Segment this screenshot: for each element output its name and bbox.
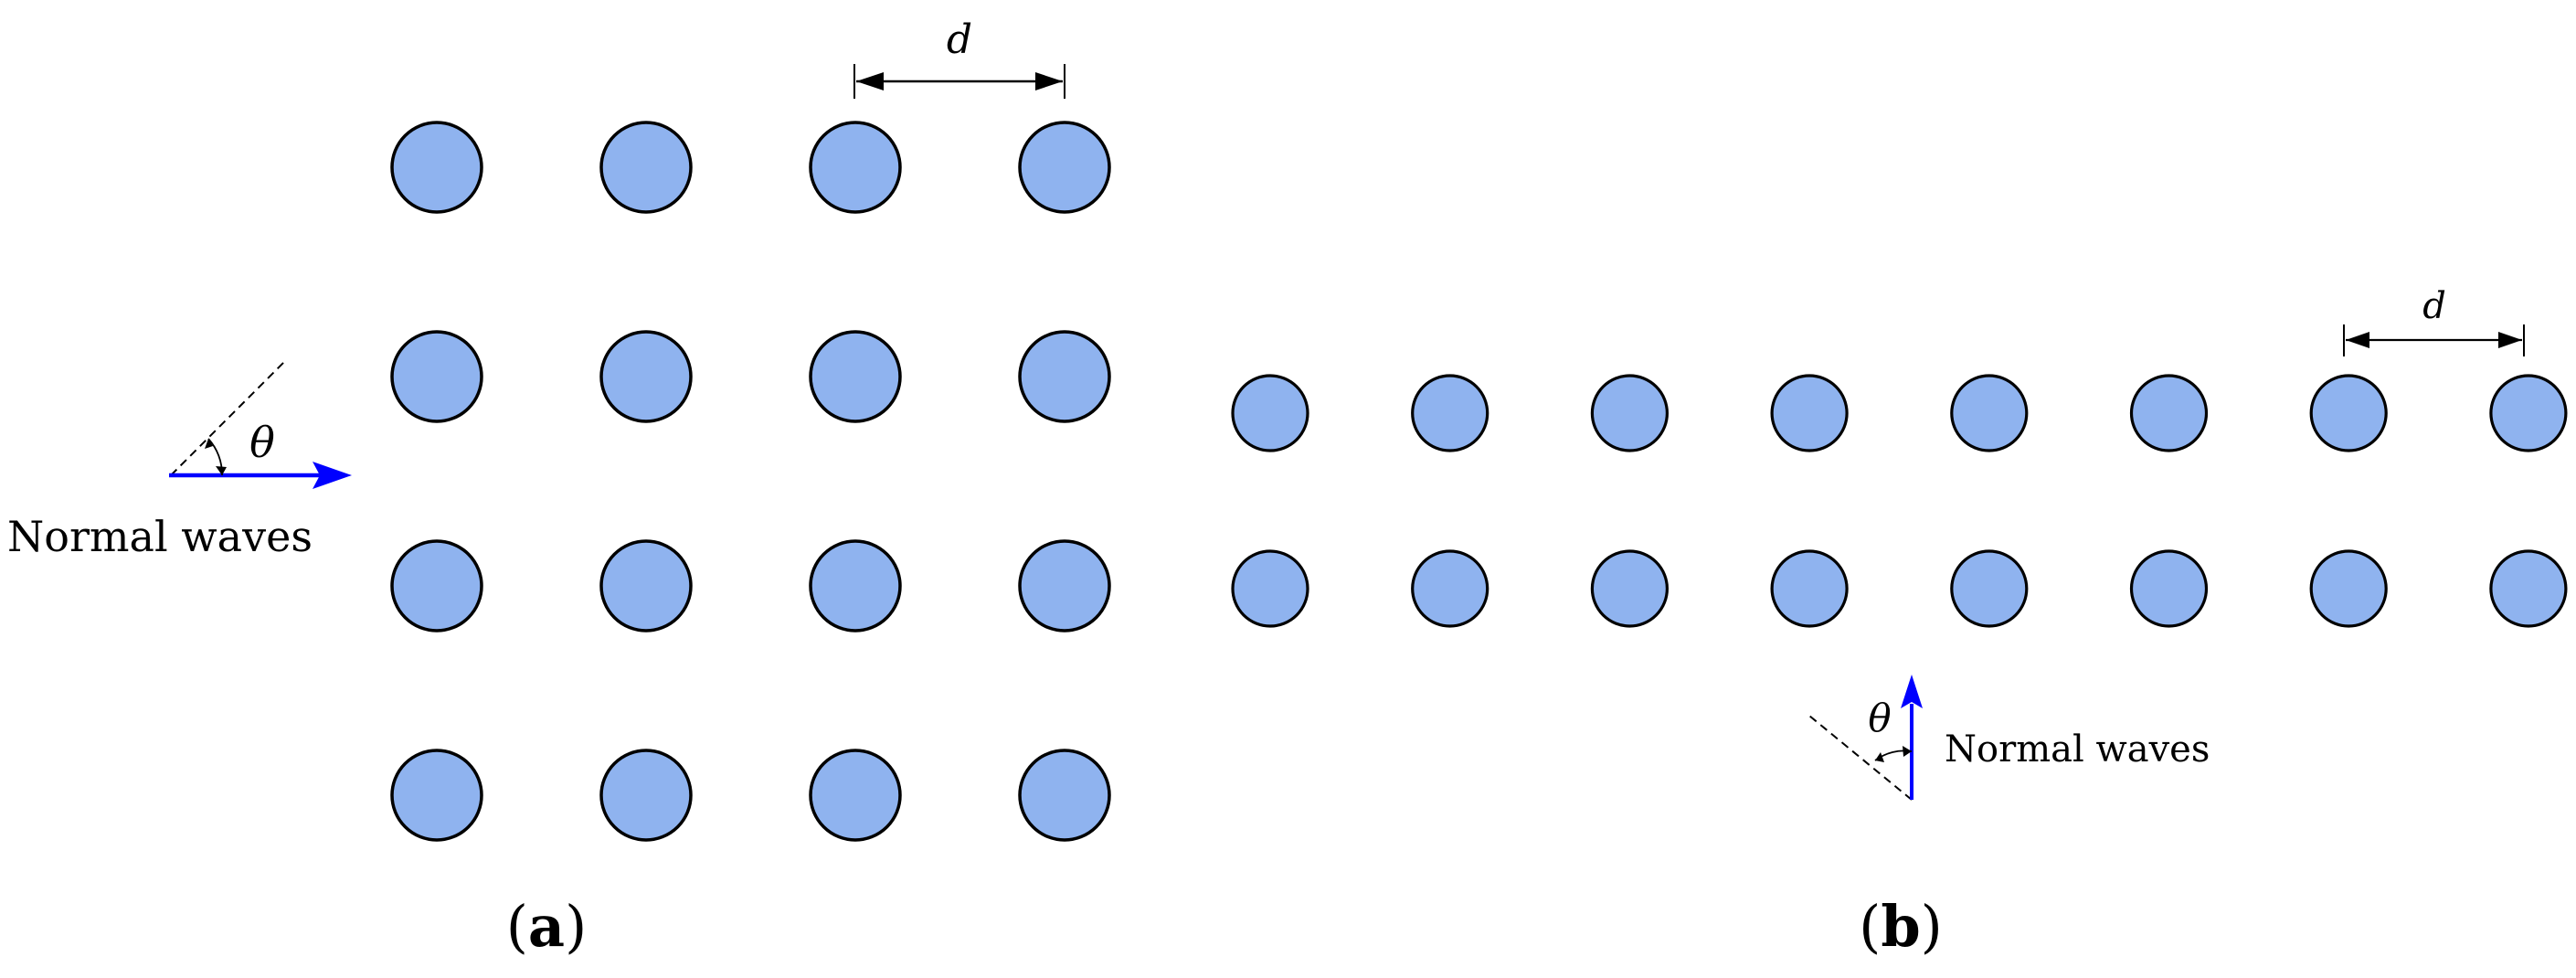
panel-label-a: (a) bbox=[506, 893, 588, 960]
panel-b: d θ Normal waves (b) bbox=[1231, 285, 2568, 960]
panel-a-circle-r3-c1 bbox=[390, 539, 483, 633]
panel-a-circle-r2-c3 bbox=[809, 330, 902, 423]
panel-label-b-open: ( bbox=[1859, 893, 1881, 960]
incidence-dashed-line bbox=[1808, 715, 1913, 801]
angle-arc-arrowhead-top bbox=[205, 439, 213, 449]
panel-b-circle-r1-c8 bbox=[2489, 374, 2568, 452]
wave-direction-arrowhead bbox=[1901, 675, 1923, 708]
panel-b-circle-r2-c4 bbox=[1770, 549, 1849, 628]
panel-a-circle-r3-c3 bbox=[809, 539, 902, 633]
panel-b-circle-r1-c6 bbox=[2129, 374, 2209, 452]
panel-a-circle-r4-c2 bbox=[599, 749, 693, 842]
panel-a-circle-r3-c2 bbox=[599, 539, 693, 633]
panel-a-circle-r2-c1 bbox=[390, 330, 483, 423]
panel-b-circle-r1-c3 bbox=[1590, 374, 1670, 452]
angle-arc-arrowhead-right bbox=[1903, 746, 1912, 757]
incident-wave-indicator-a: θ Normal waves bbox=[7, 360, 352, 561]
angle-arc-arrowhead-bottom bbox=[216, 466, 227, 475]
wave-label: Normal waves bbox=[7, 512, 313, 561]
spacing-dimension-a: d bbox=[853, 16, 1065, 99]
panel-b-circle-r2-c3 bbox=[1590, 549, 1670, 628]
panel-b-circle-r1-c7 bbox=[2309, 374, 2388, 452]
panel-a-circle-r4-c3 bbox=[809, 749, 902, 842]
panel-a-circle-r1-c2 bbox=[599, 121, 693, 214]
spacing-dimension-b: d bbox=[2343, 285, 2525, 356]
panel-b-circle-r2-c2 bbox=[1411, 549, 1489, 628]
panel-b-circle-r1-c1 bbox=[1231, 374, 1309, 452]
wave-direction-arrowhead bbox=[313, 462, 352, 489]
spacing-symbol: d bbox=[2422, 285, 2446, 327]
panel-label-a-letter: a bbox=[528, 893, 565, 960]
panel-b-circle-r1-c2 bbox=[1411, 374, 1489, 452]
panel-b-circle-r1-c5 bbox=[1950, 374, 2029, 452]
panel-a-circle-r1-c1 bbox=[390, 121, 483, 214]
panel-b-circle-r2-c8 bbox=[2489, 549, 2568, 628]
panel-a-circle-r4-c1 bbox=[390, 749, 483, 842]
panel-label-b-close: ) bbox=[1921, 893, 1943, 960]
panel-label-b-letter: b bbox=[1881, 893, 1920, 960]
circle-grid-a bbox=[390, 121, 1111, 842]
panel-label-a-close: ) bbox=[565, 893, 587, 960]
angle-symbol: θ bbox=[249, 418, 275, 467]
dimension-arrowhead-right bbox=[1035, 72, 1063, 90]
angle-symbol: θ bbox=[1868, 696, 1891, 740]
panel-a-circle-r3-c4 bbox=[1018, 539, 1111, 633]
panel-b-circle-r1-c4 bbox=[1770, 374, 1849, 452]
spacing-symbol: d bbox=[947, 16, 972, 63]
dimension-arrowhead-left bbox=[856, 72, 884, 90]
panel-label-a-open: ( bbox=[506, 893, 528, 960]
circle-grid-b bbox=[1231, 374, 2568, 628]
panel-a-circle-r1-c4 bbox=[1018, 121, 1111, 214]
panel-a-circle-r4-c4 bbox=[1018, 749, 1111, 842]
panel-a-circle-r2-c2 bbox=[599, 330, 693, 423]
dimension-arrowhead-right bbox=[2498, 332, 2522, 348]
dimension-arrowhead-left bbox=[2346, 332, 2369, 348]
wave-label: Normal waves bbox=[1945, 728, 2210, 771]
panel-a: d θ Normal waves (a) bbox=[7, 16, 1111, 960]
panel-b-circle-r2-c7 bbox=[2309, 549, 2388, 628]
panel-label-b: (b) bbox=[1859, 893, 1943, 960]
incident-wave-indicator-b: θ Normal waves bbox=[1808, 675, 2210, 801]
panel-a-circle-r2-c4 bbox=[1018, 330, 1111, 423]
panel-b-circle-r2-c1 bbox=[1231, 549, 1309, 628]
panel-a-circle-r1-c3 bbox=[809, 121, 902, 214]
panel-b-circle-r2-c6 bbox=[2129, 549, 2209, 628]
panel-b-circle-r2-c5 bbox=[1950, 549, 2029, 628]
angle-arc-arrowhead-left bbox=[1875, 752, 1884, 762]
